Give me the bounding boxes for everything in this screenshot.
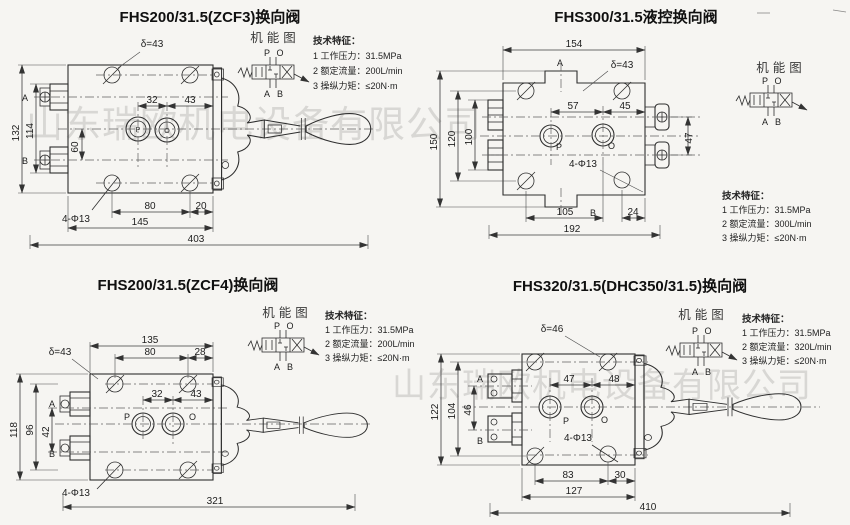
spec-line: 1 工作压力：31.5MPa	[722, 204, 811, 215]
spec-line: 2 额定流量：200L/min	[313, 65, 403, 76]
port-b-label: B	[22, 156, 28, 166]
dim-overall-height: 150	[429, 133, 440, 150]
dim-fitting-height: 114	[25, 123, 36, 139]
dim-thickness: δ=43	[141, 39, 164, 50]
dim-body-width: 154	[566, 39, 583, 50]
dim-overall-length: 321	[207, 496, 224, 507]
dim-thickness: δ=43	[49, 347, 72, 358]
valve-body	[67, 64, 214, 194]
spec-line: 1 工作压力：31.5MPa	[313, 50, 402, 61]
spec-line: 1 工作压力：31.5MPa	[742, 327, 831, 338]
spec-line: 3 操纵力矩：≤20N·m	[313, 80, 397, 91]
port-p-label: P	[124, 412, 130, 422]
port-a-label: A	[477, 374, 483, 384]
dim-overall-height: 132	[11, 124, 22, 141]
dim-hole-span-v: 120	[447, 130, 458, 147]
dim-body-width: 135	[142, 335, 159, 346]
dim-port-to-edge: 43	[184, 95, 196, 106]
drawing-title: FHS200/31.5(ZCF4)换向阀	[98, 276, 279, 294]
dim-hole-span-v: 96	[25, 424, 36, 436]
spec-line: 3 操纵力矩：≤20N·m	[722, 232, 806, 243]
dim-edge-offset: 24	[627, 207, 639, 218]
dim-hole-span-v: 104	[447, 402, 458, 419]
dim-fitting-span: 100	[464, 128, 475, 145]
specs-heading: 技术特征：	[742, 313, 790, 325]
spec-line: 2 额定流量：300L/min	[722, 218, 812, 229]
dim-mount-holes: 4-Φ13	[569, 159, 597, 170]
dim-overall-height: 122	[430, 403, 441, 420]
dim-overall-length: 410	[640, 502, 657, 513]
dim-body-width: 145	[132, 217, 149, 228]
spec-line: 2 额定流量：320L/min	[742, 341, 832, 352]
dim-fitting-span: 46	[463, 404, 474, 416]
dim-mount-holes: 4-Φ13	[564, 433, 592, 444]
dim-thickness: δ=46	[541, 324, 564, 335]
dim-body-width: 127	[566, 486, 583, 497]
function-diagram-label: 机能图	[250, 31, 300, 45]
dim-hole-to-edge: 20	[195, 201, 207, 212]
dim-hole-span: 83	[562, 470, 574, 481]
drawing-title: FHS200/31.5(ZCF3)换向阀	[120, 8, 301, 26]
dim-port-to-edge: 43	[190, 389, 202, 400]
port-p-label: P	[556, 142, 562, 152]
spec-line: 3 操纵力矩：≤20N·m	[325, 352, 409, 363]
dim-overall-length: 403	[188, 234, 205, 245]
port-a-label: A	[22, 93, 28, 103]
dim-port-drop: 60	[70, 141, 81, 153]
dim-hole-span: 80	[144, 347, 156, 358]
dim-edge-offset: 28	[194, 347, 206, 358]
specs-heading: 技术特征：	[313, 35, 361, 47]
company-watermark: 山东瑞欧机电设备有限公司	[26, 104, 482, 145]
dim-port-to-edge: 45	[619, 101, 631, 112]
port-p-label: P	[136, 127, 141, 134]
dim-overall-height: 118	[9, 422, 20, 438]
specs-heading: 技术特征：	[325, 310, 373, 322]
port-b-label: B	[49, 449, 55, 459]
drawing-fhs300: FHS300/31.5液控换向阀 P O A B	[429, 8, 812, 243]
drawing-fhs200-zcf4: FHS200/31.5(ZCF4)换向阀 P O A B	[9, 276, 415, 511]
dim-port-spacing: 32	[151, 389, 163, 400]
dim-port-spacing: 32	[146, 95, 158, 106]
function-diagram-label: 机能图	[678, 308, 728, 322]
port-a-label: A	[557, 58, 563, 68]
dim-overall-width: 192	[564, 224, 581, 235]
dim-port-spacing: 47	[563, 374, 575, 385]
spec-line: 3 操纵力矩：≤20N·m	[742, 355, 826, 366]
dim-hole-span: 80	[144, 201, 156, 212]
dim-thickness: δ=43	[611, 60, 634, 71]
valve-body	[502, 70, 646, 208]
dim-right-port-spacing: 47	[684, 132, 695, 144]
drawing-fhs200-zcf3: FHS200/31.5(ZCF3)换向阀 P O A B	[11, 8, 403, 249]
specs-heading: 技术特征：	[722, 190, 770, 202]
function-diagram-label: 机能图	[262, 306, 312, 320]
dim-hole-to-port: 105	[557, 207, 574, 218]
spec-line: 1 工作压力：31.5MPa	[325, 324, 414, 335]
dim-fitting-span: 42	[41, 426, 52, 438]
drawing-title: FHS300/31.5液控换向阀	[554, 8, 717, 26]
port-b-label: B	[590, 208, 596, 218]
dim-mount-holes: 4-Φ13	[62, 488, 90, 499]
dim-mount-holes: 4-Φ13	[62, 214, 90, 225]
function-diagram-label: 机能图	[756, 61, 806, 75]
dim-port-spacing: 57	[567, 101, 579, 112]
drawing-title: FHS320/31.5(DHC350/31.5)换向阀	[513, 277, 747, 295]
drawing-fhs320-dhc350: FHS320/31.5(DHC350/31.5)换向阀 P O A B	[430, 277, 832, 517]
port-o-label: O	[608, 141, 615, 151]
port-o-label: O	[189, 412, 196, 422]
port-p-label: P	[563, 416, 569, 426]
port-o-label: O	[601, 415, 608, 425]
dim-port-to-edge: 48	[608, 374, 620, 385]
port-b-label: B	[477, 436, 483, 446]
spec-line: 2 额定流量：200L/min	[325, 338, 415, 349]
port-a-label: A	[49, 399, 55, 409]
dim-edge-offset: 30	[614, 470, 626, 481]
